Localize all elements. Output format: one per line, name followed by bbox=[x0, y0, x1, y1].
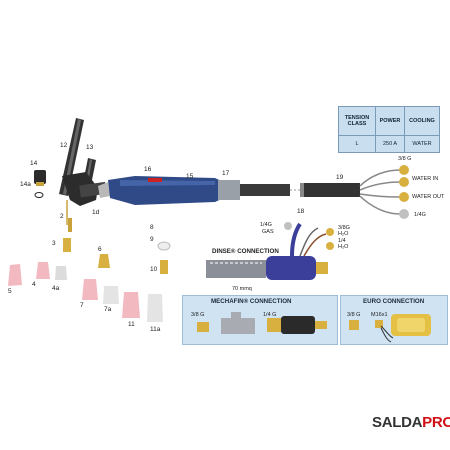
part-number: 18 bbox=[297, 208, 305, 215]
spec-value-cooling: WATER bbox=[404, 135, 440, 153]
torch-head bbox=[62, 172, 110, 206]
spec-header-cooling: COOLING bbox=[404, 106, 440, 136]
fitting-label: 3/8 G bbox=[398, 156, 412, 162]
mechafin-title: MECHAFIN® CONNECTION bbox=[211, 298, 292, 305]
euro-title: EURO CONNECTION bbox=[363, 298, 425, 305]
saldapro-logo: SALDAPRO bbox=[372, 414, 450, 431]
fitting-label: 1/4G bbox=[414, 212, 426, 218]
water-in-label: WATER IN bbox=[412, 176, 439, 182]
cable-bundle bbox=[290, 165, 409, 219]
h2o-label: H₂O bbox=[338, 244, 349, 250]
dinse-connection bbox=[206, 222, 334, 280]
part-number: 15 bbox=[186, 173, 194, 180]
dinse-title: DINSE® CONNECTION bbox=[212, 248, 279, 255]
part-number: 3 bbox=[52, 240, 56, 247]
spec-value-power: 250 A bbox=[375, 135, 405, 153]
spec-value-tension: L bbox=[338, 135, 376, 153]
part-number: 4a bbox=[52, 285, 60, 292]
h2o-fitting-label: 3/8G bbox=[338, 225, 350, 231]
torch-handle bbox=[108, 176, 290, 205]
part-number: 14a bbox=[20, 181, 31, 188]
gas-fitting-label: 1/4G bbox=[260, 222, 272, 228]
part-number: 7a bbox=[104, 306, 112, 313]
h2o-label: H₂O bbox=[338, 231, 349, 237]
euro-panel: EURO CONNECTION 3/8 G M16x1 bbox=[340, 295, 448, 345]
euro-right-label: M16x1 bbox=[371, 312, 388, 318]
part-number: 17 bbox=[222, 170, 230, 177]
h2o-fitting-label: 1/4 bbox=[338, 238, 346, 244]
gas-label: GAS bbox=[262, 229, 274, 235]
part-number: 11a bbox=[150, 326, 161, 333]
euro-parts bbox=[349, 314, 431, 343]
part-number: 11 bbox=[128, 321, 135, 328]
mechafin-panel: MECHAFIN® CONNECTION 3/8 G 1/4 G bbox=[182, 295, 338, 345]
part-number: 13 bbox=[86, 144, 94, 151]
spec-table: TENSION CLASS POWER COOLING L 250 A WATE… bbox=[338, 106, 440, 153]
logo-text-salda: SALDA bbox=[372, 414, 423, 431]
logo-text-pro: PRO bbox=[422, 414, 450, 431]
part-number: 19 bbox=[336, 174, 344, 181]
part-number: 10 bbox=[150, 266, 158, 273]
euro-left-label: 3/8 G bbox=[347, 312, 361, 318]
mechafin-right-label: 1/4 G bbox=[263, 312, 277, 318]
part-number: 1 bbox=[64, 178, 68, 185]
mechafin-parts bbox=[197, 312, 327, 334]
mechafin-left-label: 3/8 G bbox=[191, 312, 205, 318]
dinse-size: 70 mmq bbox=[232, 286, 252, 292]
part-number: 14 bbox=[30, 160, 38, 167]
cap-nut bbox=[34, 170, 46, 198]
part-number: 6 bbox=[98, 246, 102, 253]
spec-header-power: POWER bbox=[375, 106, 405, 136]
part-number: 7 bbox=[80, 302, 84, 309]
part-number: 1d bbox=[92, 209, 100, 216]
part-number: 4 bbox=[32, 281, 36, 288]
part-number: 8 bbox=[150, 224, 154, 231]
water-out-label: WATER OUT bbox=[412, 194, 445, 200]
spec-header-tension: TENSION CLASS bbox=[338, 106, 376, 136]
part-number: 2 bbox=[60, 213, 64, 220]
part-number: 5 bbox=[8, 288, 12, 295]
part-number: 9 bbox=[150, 236, 154, 243]
part-number: 16 bbox=[144, 166, 152, 173]
small-parts bbox=[8, 200, 171, 322]
part-number: 12 bbox=[60, 142, 68, 149]
